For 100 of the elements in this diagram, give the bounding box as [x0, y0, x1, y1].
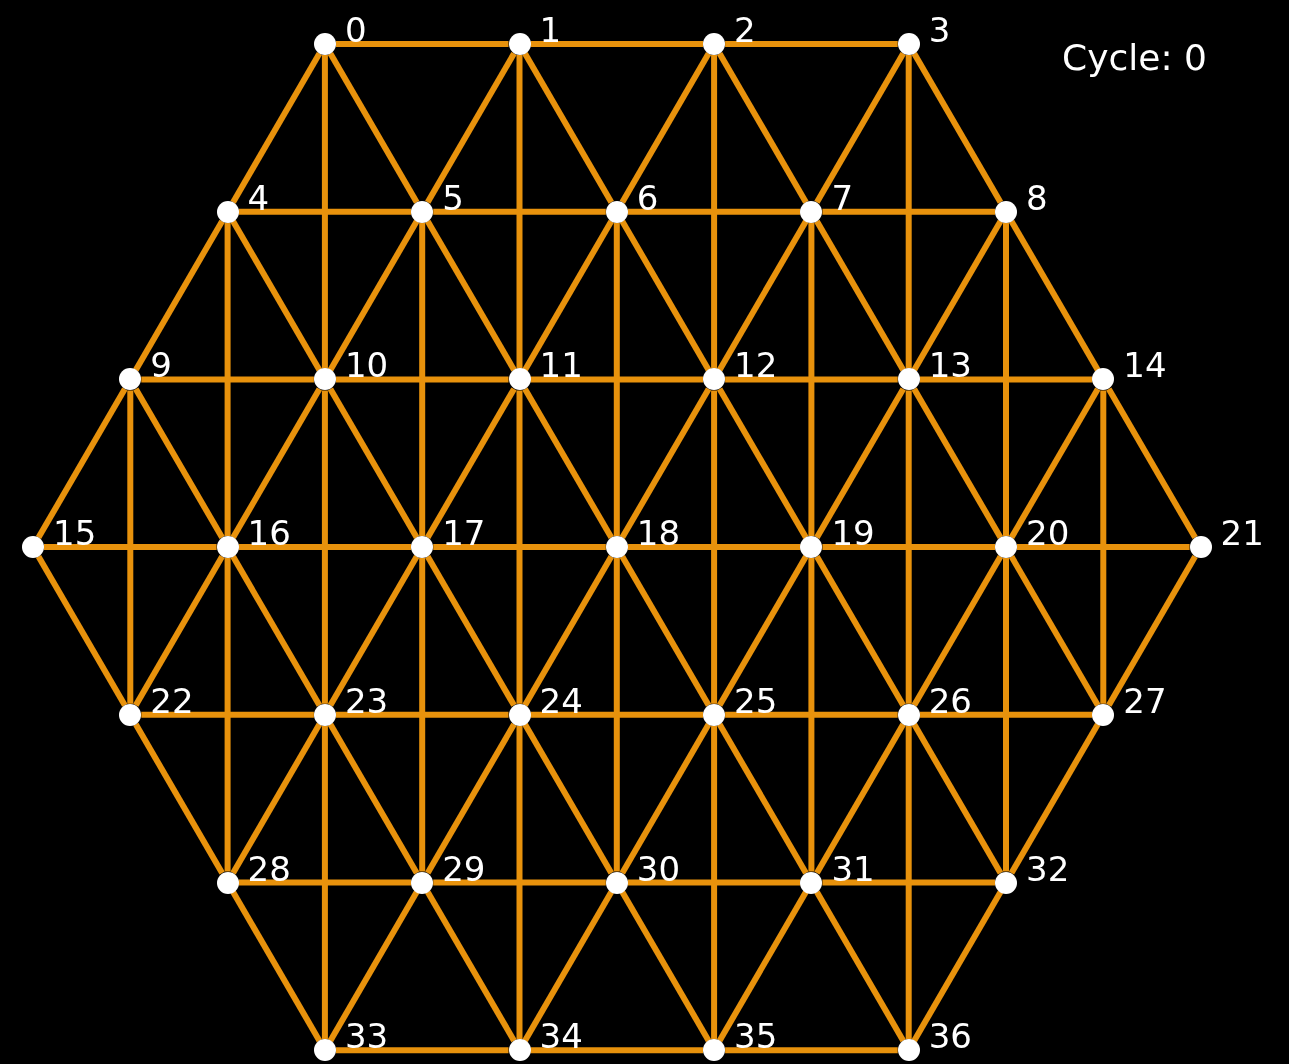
edge-line — [425, 387, 517, 540]
edge-line — [814, 52, 906, 204]
edge-line — [522, 890, 614, 1043]
vertex-dot — [1092, 368, 1115, 391]
vertex-dot — [897, 33, 920, 55]
edge-line — [321, 390, 328, 704]
vertex-number: 28 — [247, 851, 291, 886]
edge-line — [335, 1047, 509, 1054]
vertex-dot — [995, 200, 1017, 223]
edge-line — [911, 52, 1004, 204]
edge-line — [814, 387, 906, 540]
vertex-number: 9 — [150, 348, 172, 383]
vertex-dot — [897, 1039, 920, 1062]
edge-line — [1008, 387, 1101, 540]
vertex-number: 36 — [928, 1019, 972, 1054]
edge-line — [238, 879, 412, 886]
vertex-dot — [703, 703, 726, 726]
vertex-number: 30 — [636, 851, 681, 886]
vertex-number: 20 — [1026, 516, 1070, 551]
edge-line — [711, 725, 718, 1040]
edge-line — [327, 52, 420, 204]
edge-line — [613, 222, 620, 537]
edge-line — [530, 711, 704, 718]
vertex-number: 1 — [539, 13, 562, 47]
edge-line — [814, 722, 906, 875]
edge-line — [1008, 722, 1101, 875]
edge-line — [725, 41, 898, 47]
edge-line — [919, 711, 1093, 718]
vertex-number: 11 — [539, 348, 583, 383]
vertex-dot — [508, 33, 531, 55]
edge-line — [1106, 555, 1198, 707]
vertex-dot — [1189, 536, 1212, 559]
edge-line — [717, 555, 809, 707]
vertex-number: 8 — [1026, 180, 1048, 215]
vertex-dot — [897, 368, 920, 391]
vertex-dot — [216, 536, 239, 559]
vertex-number: 5 — [442, 180, 464, 215]
edge-line — [516, 390, 523, 704]
edge-line — [433, 544, 606, 551]
edge-line — [433, 879, 606, 886]
edge-line — [224, 222, 231, 537]
edge-line — [425, 722, 517, 875]
edge-line — [627, 544, 801, 551]
edge-line — [230, 387, 322, 540]
vertex-dot — [800, 871, 823, 894]
edge-line — [911, 219, 1004, 372]
edge-line — [141, 376, 314, 383]
edge-line — [133, 555, 225, 707]
edge-line — [516, 55, 523, 369]
vertex-number: 24 — [539, 683, 583, 718]
vertex-dot — [313, 368, 336, 391]
vertex-number: 19 — [831, 516, 875, 551]
vertex-dot — [508, 368, 531, 391]
edge-line — [35, 555, 128, 707]
edge-line — [327, 722, 420, 875]
edge-line — [717, 387, 809, 540]
vertex-number: 29 — [442, 851, 486, 886]
vertex-dot — [313, 1039, 336, 1062]
edge-line — [919, 376, 1093, 383]
edge-line — [619, 890, 712, 1043]
edge-line — [613, 558, 620, 872]
vertex-number: 14 — [1123, 348, 1167, 383]
edge-line — [433, 208, 606, 215]
edge-line — [335, 41, 509, 47]
edge-line — [230, 555, 322, 707]
vertex-number: 26 — [928, 683, 972, 718]
edge-line — [717, 890, 809, 1043]
vertex-number: 34 — [539, 1019, 583, 1054]
vertex-number: 27 — [1123, 683, 1167, 718]
edge-line — [1106, 387, 1198, 540]
edge-line — [224, 558, 231, 872]
edge-line — [530, 376, 704, 383]
edge-line — [725, 1047, 898, 1054]
vertex-dot — [119, 703, 142, 726]
edge-line — [425, 219, 517, 372]
edge-line — [230, 219, 322, 372]
edge-line — [619, 722, 712, 875]
edge-line — [327, 219, 420, 372]
edge-line — [327, 387, 420, 540]
vertex-number: 4 — [247, 180, 270, 215]
cycle-counter: Cycle: 0 — [1062, 40, 1207, 76]
edge-line — [425, 52, 517, 204]
edge-line — [419, 222, 426, 537]
edge-line — [822, 544, 995, 551]
vertex-dot — [216, 871, 239, 894]
vertex-number: 22 — [150, 683, 194, 718]
edge-line — [327, 890, 420, 1043]
vertex-number: 13 — [928, 348, 972, 383]
edge-line — [911, 722, 1004, 875]
edge-line — [425, 555, 517, 707]
edge-line — [1003, 558, 1009, 872]
vertex-dot — [508, 1039, 531, 1062]
edge-line — [522, 387, 614, 540]
vertex-number: 10 — [344, 348, 389, 383]
vertex-dot — [22, 536, 44, 559]
edge-line — [1100, 390, 1107, 704]
edge-line — [133, 387, 225, 540]
edge-line — [327, 555, 420, 707]
vertex-dot — [605, 536, 628, 559]
edge-line — [230, 890, 322, 1043]
